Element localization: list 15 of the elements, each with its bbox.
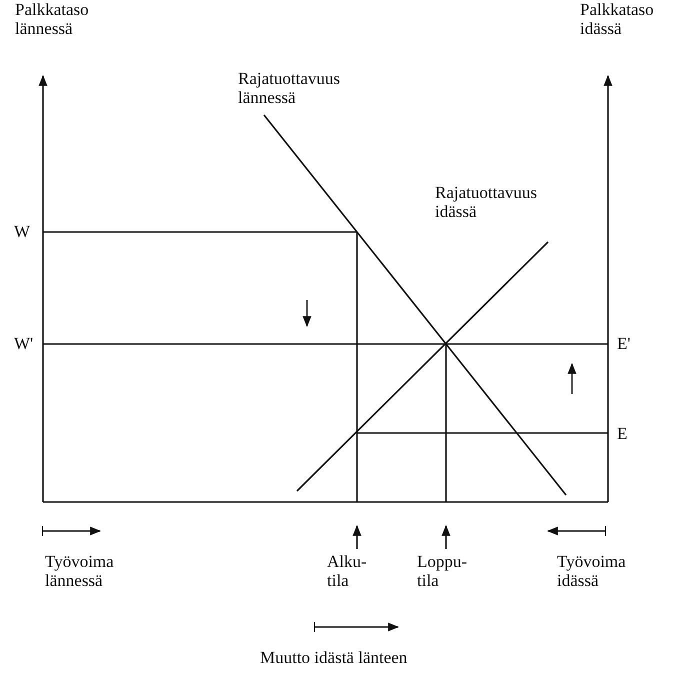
label: W' xyxy=(14,334,34,353)
state-label: Alku- tila xyxy=(327,552,368,590)
label: Rajatuottavuus idässä xyxy=(435,183,538,221)
label: E xyxy=(617,424,628,443)
label: Palkkataso lännessä xyxy=(15,0,90,38)
label: E' xyxy=(617,334,632,353)
label: Rajatuottavuus lännessä xyxy=(238,69,341,107)
state-label: Loppu- tila xyxy=(417,552,468,590)
label: Muutto idästä länteen xyxy=(260,648,408,667)
label: W xyxy=(14,222,32,241)
label: Työvoima idässä xyxy=(557,552,627,590)
label: Palkkataso idässä xyxy=(580,0,655,38)
pointer-arrow xyxy=(442,524,450,549)
pointer-arrow xyxy=(352,524,362,549)
label: Työvoima lännessä xyxy=(45,552,115,590)
